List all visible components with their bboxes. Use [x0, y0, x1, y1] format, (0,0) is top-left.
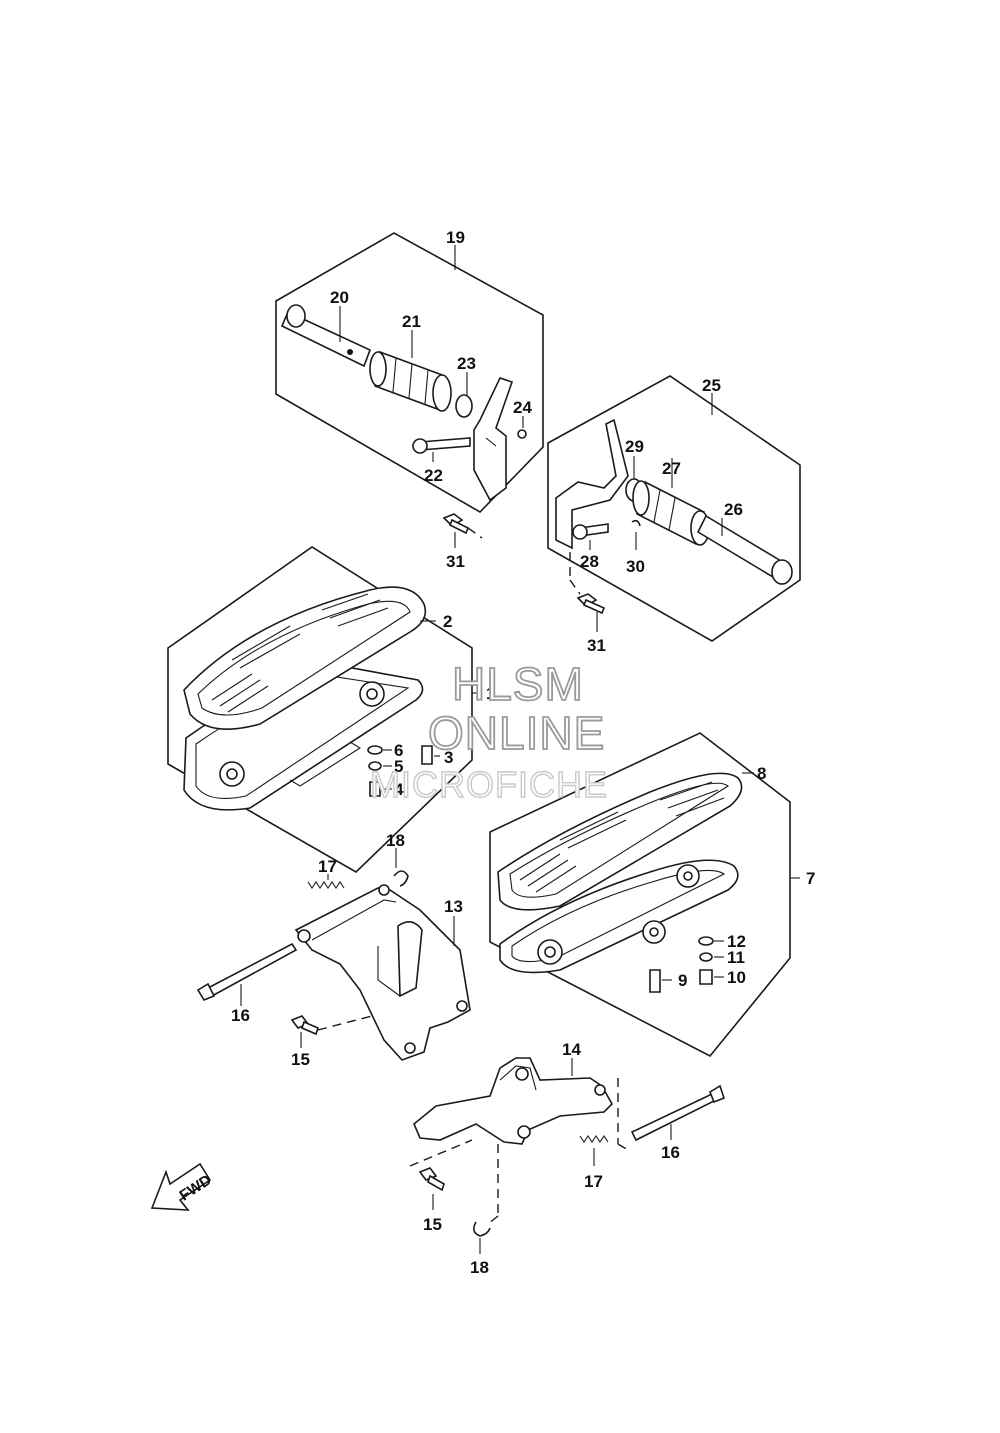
watermark: HLSM ONLINE MICROFICHE — [369, 657, 608, 806]
floorboard-rubber-8 — [497, 772, 743, 911]
bolt-31-left — [442, 513, 470, 535]
callout-21: 21 — [402, 312, 421, 331]
callout-31-right: 31 — [587, 636, 606, 655]
bolt-15-right — [418, 1167, 445, 1192]
callout-16-right: 16 — [661, 1143, 680, 1162]
callout-29: 29 — [625, 437, 644, 456]
floorboard-bracket-13 — [294, 884, 471, 1061]
clevis-pin-28 — [572, 523, 609, 540]
footpeg-rubber-21 — [369, 350, 452, 412]
floorboard-assembly-1 — [167, 546, 482, 873]
callout-28: 28 — [580, 552, 599, 571]
floorboard-plate-right — [499, 859, 739, 974]
callout-2: 2 — [443, 612, 452, 631]
bolt-15-left — [290, 1015, 319, 1036]
footpeg-bracket — [473, 377, 514, 502]
callout-18-left: 18 — [386, 831, 405, 850]
callout-15-left: 15 — [291, 1050, 310, 1069]
callout-7: 7 — [806, 869, 815, 888]
callout-5: 5 — [394, 757, 403, 776]
floorboard-rubber-2 — [183, 586, 427, 730]
callout-24: 24 — [513, 398, 532, 417]
callout-3: 3 — [444, 748, 453, 767]
callout-25: 25 — [702, 376, 721, 395]
cotter-pin-24 — [517, 429, 527, 439]
footpeg-pin-20 — [280, 304, 372, 368]
cotter-pin-30 — [631, 519, 641, 527]
callout-30: 30 — [626, 557, 645, 576]
long-bolt-16-left — [196, 942, 298, 1001]
callout-10: 10 — [727, 968, 746, 987]
callout-6: 6 — [394, 741, 403, 760]
footpeg-rubber-27 — [632, 480, 710, 546]
washer-23 — [455, 394, 473, 418]
washer-12 — [698, 936, 714, 946]
callout-17-left: 17 — [318, 857, 337, 876]
footpeg-assembly-19 — [275, 232, 544, 548]
watermark-line-1: HLSM — [452, 658, 584, 710]
callout-17-right: 17 — [584, 1172, 603, 1191]
callout-16-left: 16 — [231, 1006, 250, 1025]
callout-22: 22 — [424, 466, 443, 485]
nut-11 — [699, 952, 713, 962]
stud-3 — [421, 745, 433, 765]
callout-19: 19 — [446, 228, 465, 247]
callout-1: 1 — [486, 684, 495, 703]
callout-27: 27 — [662, 459, 681, 478]
callout-13: 13 — [444, 897, 463, 916]
callout-numbers: 19 20 21 23 24 22 31 25 29 27 26 28 30 3… — [231, 228, 815, 1277]
forward-direction-arrow: FWD — [150, 1162, 215, 1211]
floorboard-bracket-14 — [413, 1057, 613, 1145]
callout-23: 23 — [457, 354, 476, 373]
callout-20: 20 — [330, 288, 349, 307]
long-bolt-16-right — [630, 1084, 725, 1142]
bolt-10 — [699, 969, 713, 985]
footpeg-bracket-right — [555, 418, 629, 550]
callout-12: 12 — [727, 932, 746, 951]
washer-6 — [367, 745, 383, 755]
watermark-line-2: ONLINE — [428, 707, 605, 759]
bolt-4 — [369, 781, 381, 797]
callout-31-left: 31 — [446, 552, 465, 571]
footpeg-assembly-25 — [547, 375, 801, 642]
stud-9 — [649, 969, 661, 993]
bolt-31-right — [576, 593, 606, 615]
callout-9: 9 — [678, 971, 687, 990]
watermark-line-3: MICROFICHE — [370, 764, 608, 805]
e-clip-18-right — [472, 1221, 491, 1237]
callout-11: 11 — [727, 948, 745, 967]
callout-8: 8 — [757, 764, 766, 783]
e-clip-18-left — [393, 870, 409, 887]
callout-14: 14 — [562, 1040, 581, 1059]
spring-17-left — [307, 881, 345, 889]
callout-15-right: 15 — [423, 1215, 442, 1234]
floorboard-assembly-7 — [489, 732, 800, 1058]
footpeg-pin-26 — [696, 514, 793, 585]
callout-4: 4 — [394, 780, 404, 799]
callout-18-right: 18 — [470, 1258, 489, 1277]
spring-17-right — [579, 1135, 609, 1143]
clevis-pin-22 — [412, 437, 471, 454]
nut-5 — [368, 761, 382, 771]
callout-26: 26 — [724, 500, 743, 519]
